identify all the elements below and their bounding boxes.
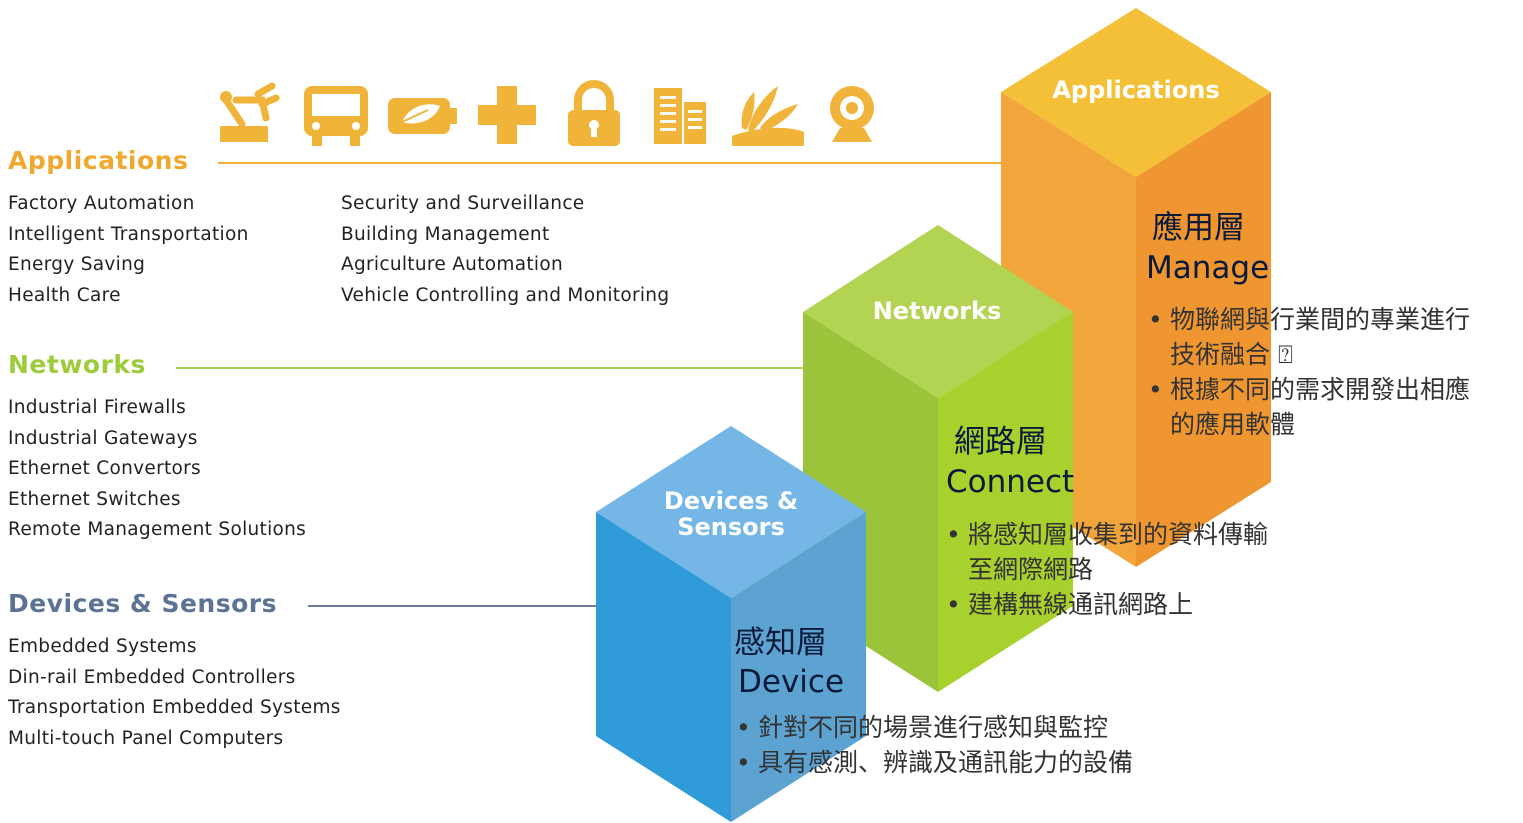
devices-cube-left	[596, 512, 731, 822]
battery-leaf-icon	[388, 98, 457, 134]
applications-list-col1: Factory Automation Intelligent Transport…	[8, 189, 249, 311]
list-item: Industrial Gateways	[8, 427, 198, 449]
applications-list-col2: Security and Surveillance Building Manag…	[341, 189, 669, 311]
robot-arm-icon	[220, 82, 280, 142]
networks-cube-top	[803, 225, 1073, 398]
applications-cube-label: Applications	[1052, 76, 1220, 104]
list-item: Ethernet Switches	[8, 488, 181, 510]
padlock-icon	[568, 80, 620, 146]
wheat-field-icon	[732, 86, 804, 146]
devices-cube-label: Devices & Sensors	[631, 488, 831, 540]
devices-list: Embedded Systems Din-rail Embedded Contr…	[8, 632, 341, 754]
devices-cube-right	[731, 512, 866, 822]
list-item: Health Care	[8, 284, 121, 306]
dev-layer-en: Device	[738, 664, 845, 700]
devices-cube-label-line2: Sensors	[677, 513, 785, 541]
list-item: Remote Management Solutions	[8, 519, 307, 540]
networks-cube-right	[938, 312, 1073, 692]
list-item: Embedded Systems	[8, 636, 197, 657]
list-item: Industrial Firewalls	[8, 397, 187, 418]
list-item: Din-rail Embedded Controllers	[8, 666, 296, 688]
list-item: Vehicle Controlling and Monitoring	[341, 284, 670, 306]
list-item: Multi-touch Panel Computers	[8, 727, 284, 749]
dev-bullets: •針對不同的場景進行感知與監控 •具有感測、辨識及通訊能力的設備	[736, 710, 1133, 780]
devices-title: Devices & Sensors	[8, 589, 277, 618]
bullet-item: •將感知層收集到的資料傳輸	[946, 520, 1269, 549]
net-bullets: •將感知層收集到的資料傳輸 至網際網路 •建構無線通訊網路上	[946, 517, 1268, 622]
bullet-item: •建構無線通訊網路上	[946, 590, 1194, 619]
bullet-item: 技術融合 ⍰	[1170, 340, 1293, 369]
net-layer-zh: 網路層	[954, 424, 1047, 460]
applications-title: Applications	[8, 146, 189, 175]
networks-cube	[803, 225, 1073, 692]
bullet-item: •具有感測、辨識及通訊能力的設備	[736, 748, 1134, 777]
bullet-item: 的應用軟體	[1170, 410, 1296, 439]
devices-cube	[596, 426, 866, 822]
building-icon	[654, 88, 706, 144]
networks-list: Industrial Firewalls Industrial Gateways…	[8, 393, 306, 546]
bullet-item: •物聯網與行業間的專業進行	[1148, 305, 1471, 334]
dev-layer-zh: 感知層	[734, 625, 827, 661]
bus-icon	[304, 86, 368, 146]
bullet-item: •針對不同的場景進行感知與監控	[736, 713, 1109, 742]
bullet-item: 至網際網路	[968, 555, 1094, 584]
applications-cube-top	[1001, 8, 1271, 177]
bullet-item: •根據不同的需求開發出相應	[1148, 375, 1471, 404]
list-item: Factory Automation	[8, 193, 195, 214]
list-item: Intelligent Transportation	[8, 223, 249, 245]
devices-cube-label-line1: Devices &	[663, 487, 799, 515]
apply-bullets: •物聯網與行業間的專業進行 技術融合 ⍰ •根據不同的需求開發出相應 的應用軟體	[1148, 302, 1470, 442]
list-item: Ethernet Convertors	[8, 458, 201, 479]
webcam-icon	[830, 86, 874, 142]
networks-title: Networks	[8, 350, 146, 379]
list-item: Building Management	[341, 223, 550, 245]
net-layer-en: Connect	[946, 464, 1075, 500]
apply-layer-en: Manage	[1146, 250, 1270, 286]
list-item: Energy Saving	[8, 254, 146, 275]
apply-layer-zh: 應用層	[1152, 210, 1245, 246]
list-item: Agriculture Automation	[341, 254, 563, 275]
plus-icon	[478, 86, 536, 144]
list-item: Transportation Embedded Systems	[8, 697, 341, 718]
list-item: Security and Surveillance	[341, 193, 585, 214]
applications-cube-right	[1136, 92, 1271, 567]
networks-cube-label: Networks	[872, 297, 1002, 325]
